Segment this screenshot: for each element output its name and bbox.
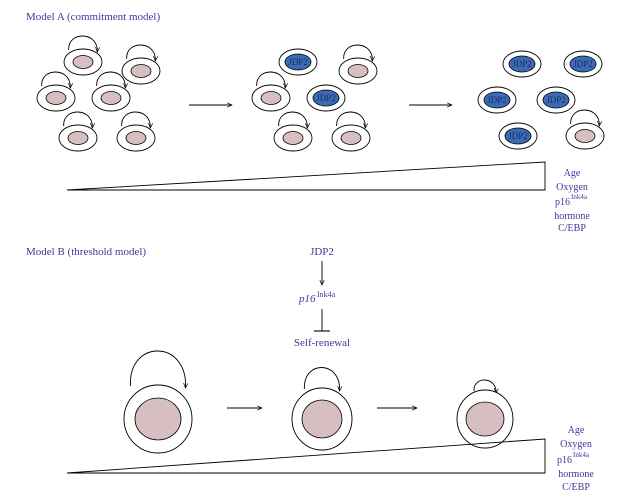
factor-oxygen: Oxygen: [560, 439, 592, 450]
cell-normal: [116, 111, 156, 152]
cell-jdp2: JDP2: [502, 50, 542, 78]
cell-normal: [331, 111, 371, 152]
self-renewal-loop-arrow: [126, 44, 156, 61]
nucleus: [340, 131, 362, 145]
nucleus: [260, 91, 282, 105]
cell-large: [456, 379, 514, 449]
factor-hormone: hormone: [554, 211, 590, 222]
nucleus: [465, 401, 505, 437]
cell-jdp2: JDP2: [536, 86, 576, 114]
nucleus-jdp2: [542, 91, 570, 109]
model-a-gradient-wedge: [66, 161, 546, 191]
self-renewal-loop-arrow: [343, 44, 373, 61]
nucleus: [134, 397, 182, 441]
cell-normal: [565, 109, 605, 150]
model-b-gradient-wedge: [66, 438, 546, 474]
nucleus-jdp2: [284, 53, 312, 71]
nucleus: [282, 131, 304, 145]
pathway-p16-superscript: Ink4a: [317, 290, 336, 299]
jdp2-label: JDP2: [508, 131, 528, 141]
self-renewal-loop-arrow: [41, 71, 71, 88]
jdp2-label: JDP2: [512, 59, 532, 69]
cell-normal: [91, 71, 131, 112]
cell-normal: [273, 111, 313, 152]
jdp2-label: JDP2: [288, 57, 308, 67]
cell-normal: [121, 44, 161, 85]
cell-jdp2: JDP2: [563, 50, 603, 78]
factor-cebp: C/EBP: [558, 223, 586, 234]
nucleus-jdp2: [483, 91, 511, 109]
cell-normal: [36, 71, 76, 112]
nucleus-jdp2: [569, 55, 597, 73]
nucleus-jdp2: [312, 89, 340, 107]
factor-age: Age: [564, 168, 581, 179]
nucleus: [301, 399, 343, 439]
factor-p16-superscript: Ink4a: [573, 451, 590, 459]
self-renewal-loop-arrow: [96, 71, 126, 88]
jdp2-label: JDP2: [316, 93, 336, 103]
nucleus: [125, 131, 147, 145]
nucleus: [100, 91, 122, 105]
factor-p16: p16: [555, 197, 570, 208]
self-renewal-loop-arrow: [570, 109, 600, 126]
factor-hormone: hormone: [558, 469, 594, 480]
self-renewal-loop-arrow: [130, 350, 185, 388]
nucleus: [45, 91, 67, 105]
factor-p16-superscript: Ink4a: [571, 193, 588, 201]
factor-p16: p16: [557, 455, 572, 466]
cell-normal: [338, 44, 378, 85]
model-b-pathway: JDP2 p16 Ink4a Self-renewal: [294, 246, 350, 349]
nucleus: [574, 129, 596, 143]
model-a-factors: Age Oxygen p16 Ink4a hormone C/EBP: [554, 168, 590, 234]
pathway-jdp2: JDP2: [310, 246, 334, 258]
factor-age: Age: [568, 425, 585, 436]
cell-normal: [58, 111, 98, 152]
nucleus: [67, 131, 89, 145]
self-renewal-loop-arrow: [256, 71, 286, 88]
pathway-self-renewal: Self-renewal: [294, 337, 350, 349]
model-a-title: Model A (commitment model): [26, 11, 160, 23]
factor-oxygen: Oxygen: [556, 182, 588, 193]
cell-jdp2: JDP2: [278, 48, 318, 76]
jdp2-label: JDP2: [573, 59, 593, 69]
self-renewal-loop-arrow: [63, 111, 93, 128]
self-renewal-loop-arrow: [336, 111, 366, 128]
cell-normal: [251, 71, 291, 112]
jdp2-label: JDP2: [487, 95, 507, 105]
nucleus-jdp2: [504, 127, 532, 145]
nucleus: [347, 64, 369, 78]
self-renewal-loop-arrow: [278, 111, 308, 128]
model-b-cells: [123, 350, 514, 454]
cell-jdp2: JDP2: [498, 122, 538, 150]
nucleus: [72, 55, 94, 69]
pathway-p16: p16: [298, 293, 316, 305]
nucleus: [130, 64, 152, 78]
self-renewal-loop-arrow: [121, 111, 151, 128]
cell-large: [291, 367, 353, 451]
cell-normal: [63, 35, 103, 76]
model-b-title: Model B (threshold model): [26, 246, 146, 258]
jdp2-label: JDP2: [546, 95, 566, 105]
nucleus-jdp2: [508, 55, 536, 73]
self-renewal-loop-arrow: [473, 379, 496, 393]
cell-large: [123, 350, 193, 454]
factor-cebp: C/EBP: [562, 482, 590, 493]
self-renewal-loop-arrow: [68, 35, 98, 52]
cell-jdp2: JDP2: [306, 84, 346, 112]
self-renewal-loop-arrow: [303, 367, 339, 391]
model-b-factors: Age Oxygen p16 Ink4a hormone C/EBP: [557, 425, 594, 493]
cell-jdp2: JDP2: [477, 86, 517, 114]
